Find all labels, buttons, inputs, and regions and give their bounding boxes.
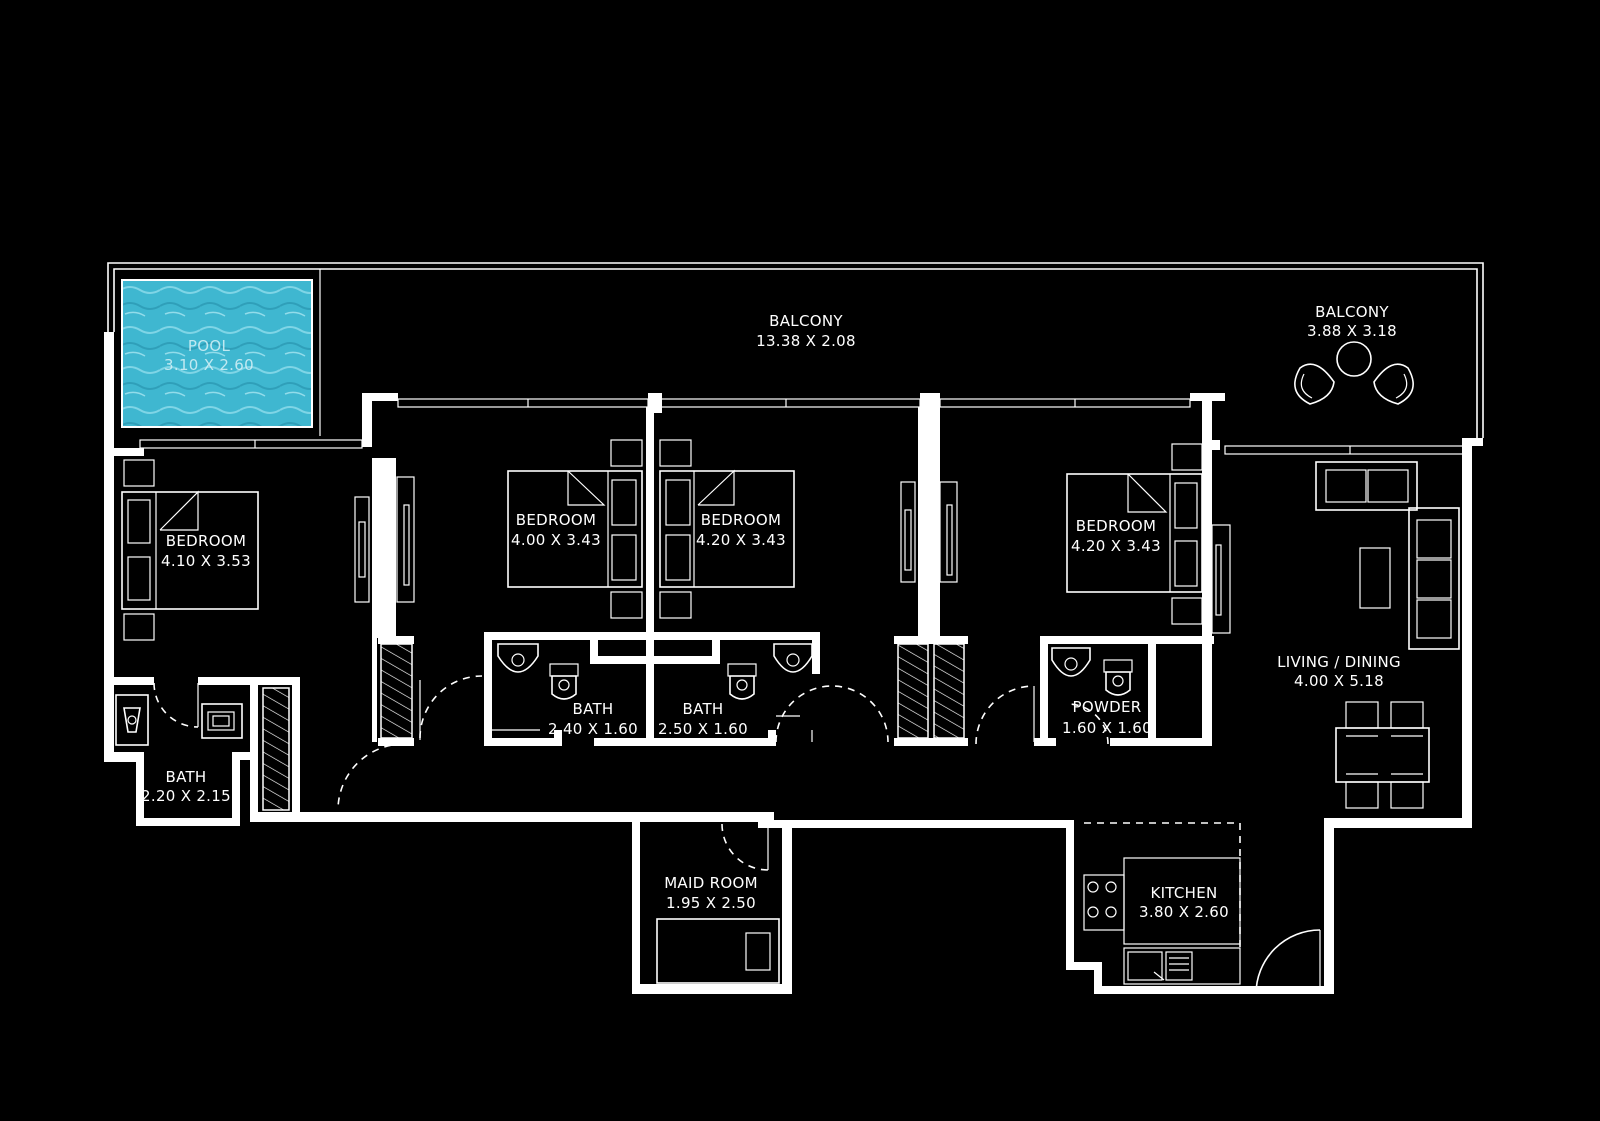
bedroom-1-name: BEDROOM [166, 532, 246, 550]
door-swing-icon [419, 675, 483, 740]
door-swing-icon [975, 685, 1035, 745]
bed-icon [656, 918, 780, 984]
door-swing-icon [1255, 929, 1321, 995]
door-swing-icon [1067, 703, 1109, 745]
dining-table-icon [1335, 701, 1430, 809]
bedroom-2-name: BEDROOM [516, 511, 596, 529]
powder-name: POWDER [1073, 698, 1142, 716]
balcony-outline [107, 262, 1484, 438]
room-labels: POOL 3.10 X 2.60 BALCONY 13.38 X 2.08 BA… [141, 303, 1401, 921]
bath-3-size: 2.50 X 1.60 [658, 720, 748, 738]
washbasin-icon [1051, 647, 1091, 677]
washbasin-icon [115, 694, 149, 746]
door-swings [153, 675, 1321, 995]
toilet-icon [1103, 659, 1133, 696]
powder-size: 1.60 X 1.60 [1062, 719, 1152, 737]
bed-icon [1066, 473, 1203, 593]
bedroom-3-name: BEDROOM [701, 511, 781, 529]
bath-1-name: BATH [165, 768, 206, 786]
pool-name: POOL [188, 337, 231, 355]
bedroom-4-name: BEDROOM [1076, 517, 1156, 535]
kitchen-size: 3.80 X 2.60 [1139, 903, 1229, 921]
pool-icon [121, 279, 313, 428]
bed-icon [121, 490, 259, 610]
bath-2-name: BATH [572, 700, 613, 718]
maid-room-name: MAID ROOM [664, 874, 758, 892]
bath-3-fixtures [727, 643, 813, 700]
sink-icon [1127, 951, 1193, 981]
toilet-icon [727, 663, 757, 700]
bedroom-2-furniture [507, 439, 643, 619]
bedroom-1-furniture [121, 459, 259, 641]
window-strips [139, 398, 1466, 455]
bed-icon [507, 470, 643, 588]
door-swing-icon [721, 823, 769, 871]
shafts [262, 643, 965, 811]
toilet-icon [201, 703, 243, 739]
sofa-icon [1408, 507, 1460, 650]
bed-icon [659, 469, 795, 588]
bedroom-3-size: 4.20 X 3.43 [696, 531, 786, 549]
bath-1-size: 2.20 X 2.15 [141, 787, 231, 805]
powder-fixtures [1051, 647, 1133, 696]
bedroom-1-size: 4.10 X 3.53 [161, 552, 251, 570]
balcony-side-name: BALCONY [1315, 303, 1389, 321]
door-swing-icon [337, 743, 405, 815]
balcony-main-size: 13.38 X 2.08 [756, 332, 856, 350]
maid-room-bed [656, 918, 780, 984]
washbasin-icon [497, 643, 539, 673]
washbasin-icon [773, 643, 813, 673]
living-dining-size: 4.00 X 5.18 [1294, 672, 1384, 690]
kitchen-fixtures [1083, 822, 1241, 985]
living-furniture [1315, 461, 1460, 809]
bath-1-fixtures [115, 694, 243, 746]
lounge-chair-icon [1294, 341, 1414, 405]
bath-2-size: 2.40 X 1.60 [548, 720, 638, 738]
bedroom-4-size: 4.20 X 3.43 [1071, 537, 1161, 555]
pool [121, 279, 313, 428]
balcony-main-name: BALCONY [769, 312, 843, 330]
wardrobes [354, 476, 1231, 634]
bedroom-4-furniture [1066, 443, 1203, 625]
kitchen-name: KITCHEN [1150, 884, 1217, 902]
bedroom-2-size: 4.00 X 3.43 [511, 531, 601, 549]
walls [104, 332, 1483, 994]
balcony-side-size: 3.88 X 3.18 [1307, 322, 1397, 340]
sofa-icon [1315, 461, 1418, 511]
door-swing-icon [775, 685, 889, 743]
bath-3-name: BATH [682, 700, 723, 718]
bedroom-3-furniture [659, 439, 795, 619]
door-swing-icon [153, 682, 199, 728]
coffee-table-icon [1359, 547, 1391, 609]
toilet-icon [549, 663, 579, 700]
maid-room-size: 1.95 X 2.50 [666, 894, 756, 912]
bath-2-fixtures [492, 643, 579, 731]
pool-size: 3.10 X 2.60 [164, 356, 254, 374]
living-dining-name: LIVING / DINING [1277, 653, 1401, 671]
